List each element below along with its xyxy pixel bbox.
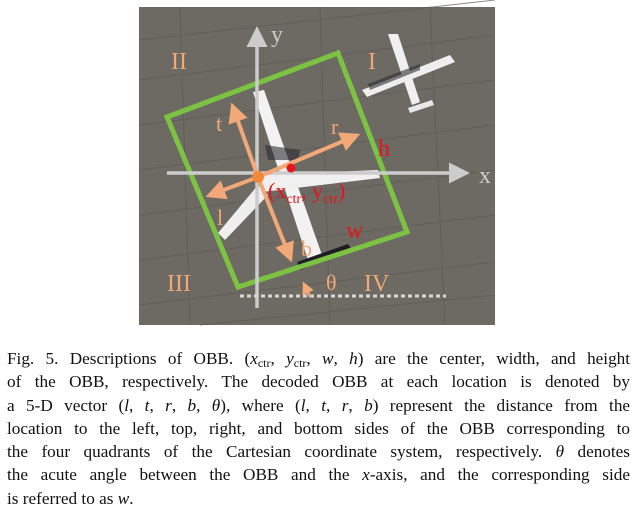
math-symbol: θ: [555, 442, 565, 462]
caption-text: is referred to as: [7, 488, 118, 508]
caption-text: ), where (: [220, 395, 301, 415]
quadrant-4-label: IV: [364, 271, 390, 297]
math-symbol: b: [364, 395, 373, 415]
math-symbol: l: [300, 395, 306, 415]
caption-line: the acute angle between the OBB and the …: [7, 463, 630, 486]
caption-line: the four quadrants of the Cartesian coor…: [7, 440, 630, 463]
r-label: r: [331, 114, 339, 139]
obb-center-point: [286, 163, 296, 173]
caption-text: of the OBB, respectively. The decoded OB…: [7, 372, 630, 392]
math-symbol: x: [250, 349, 258, 368]
caption-text: a 5-D vector (: [7, 395, 125, 415]
l-vector-arrow: [205, 175, 259, 200]
caption-text: ,: [270, 349, 287, 368]
caption-text: the acute angle between the OBB and the: [7, 465, 363, 485]
caption-text: ) represent the distance from the: [372, 395, 631, 415]
caption-text: ,: [128, 395, 145, 415]
caption-line: Fig. 5. Descriptions of OBB. (xctr, yctr…: [7, 347, 630, 370]
caption-text: the four quadrants of the Cartesian coor…: [7, 442, 556, 462]
math-symbol: t: [144, 395, 150, 415]
math-symbol: l: [124, 395, 129, 415]
math-symbol: x: [362, 465, 370, 485]
math-symbol: y: [286, 349, 294, 368]
figure-caption: Fig. 5. Descriptions of OBB. (xctr, yctr…: [7, 347, 630, 510]
location-point: [252, 171, 264, 183]
theta-label: θ: [326, 270, 337, 295]
math-symbol: h: [349, 349, 358, 368]
l-label: l: [217, 205, 223, 230]
math-symbol: θ: [211, 395, 221, 415]
caption-text: ,: [326, 395, 342, 415]
caption-text: Fig. 5. Descriptions of OBB. (: [7, 349, 251, 368]
caption-text: ,: [196, 395, 212, 415]
math-symbol: r: [165, 395, 172, 415]
b-label: b: [301, 236, 312, 261]
b-vector-arrow: [256, 176, 294, 263]
h-label: h: [378, 136, 390, 162]
math-symbol: r: [341, 395, 349, 415]
caption-line: a 5-D vector (l, t, r, b, θ), where (l, …: [7, 394, 630, 417]
theta-angle-arrow: [302, 281, 314, 298]
caption-text: ,: [149, 395, 166, 415]
caption-line: of the OBB, respectively. The decoded OB…: [7, 370, 630, 393]
math-symbol: w: [322, 349, 334, 368]
math-subscript: ctr: [257, 356, 271, 370]
caption-text: denotes: [564, 442, 630, 462]
caption-line: location to the left, top, right, and bo…: [7, 417, 630, 440]
caption-text: .: [129, 488, 134, 508]
t-vector-arrow: [228, 102, 260, 178]
caption-line: is referred to as w.: [7, 487, 630, 510]
math-symbol: b: [187, 395, 197, 415]
caption-text: ,: [348, 395, 365, 415]
caption-text: ,: [333, 349, 350, 368]
caption-text: -axis, and the corresponding side: [369, 465, 630, 485]
x-axis-label: x: [479, 163, 491, 189]
caption-text: ,: [305, 395, 322, 415]
y-axis-label: y: [271, 22, 283, 48]
math-subscript: ctr: [293, 356, 307, 370]
math-symbol: w: [117, 488, 130, 508]
airplane-small: [362, 34, 455, 113]
r-vector-arrow: [257, 132, 361, 179]
quadrant-2-label: II: [171, 49, 187, 75]
obb-figure: y x II I III IV t r l b θ h w (xctr, yct…: [138, 0, 496, 326]
quadrant-3-label: III: [167, 271, 191, 297]
caption-text: ,: [306, 349, 323, 368]
caption-text: location to the left, top, right, and bo…: [7, 418, 630, 438]
aerial-image-background: [139, 7, 495, 325]
caption-text: ,: [171, 395, 188, 415]
quadrant-1-label: I: [368, 49, 376, 75]
center-coordinate-label: (xctr, yctr): [268, 178, 345, 207]
caption-text: ) are the center, width, and height: [357, 349, 631, 368]
obb-box: [163, 49, 411, 291]
math-symbol: t: [321, 395, 327, 415]
t-label: t: [216, 111, 222, 136]
w-label: w: [346, 218, 364, 244]
